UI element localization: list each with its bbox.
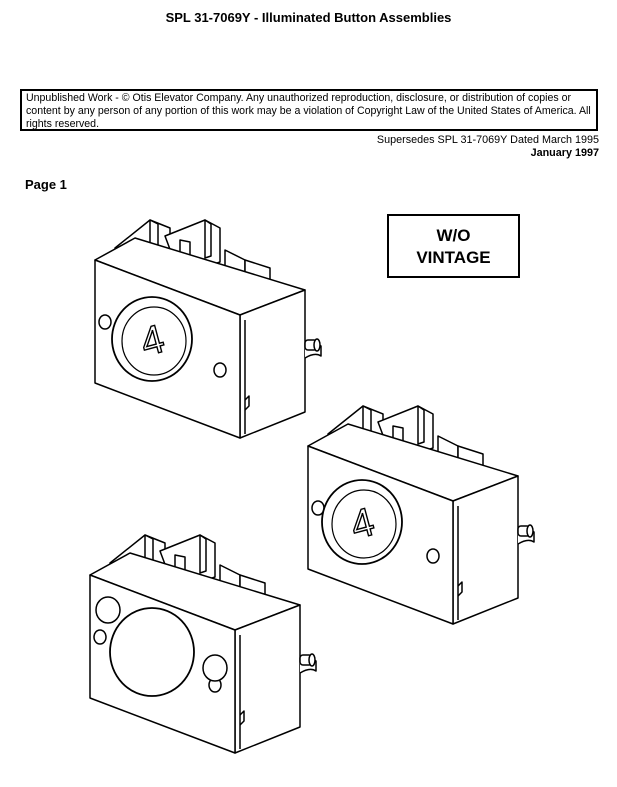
button-assembly-2	[307, 405, 535, 625]
supersedes-line: Supersedes SPL 31-7069Y Dated March 1995	[376, 134, 599, 146]
stamp-line-1: W/O	[436, 226, 471, 245]
wo-vintage-stamp: W/O VINTAGE	[387, 214, 520, 278]
page-title: SPL 31-7069Y - Illuminated Button Assemb…	[165, 10, 452, 25]
stamp-line-2: VINTAGE	[416, 248, 491, 267]
copyright-notice: Unpublished Work - © Otis Elevator Compa…	[20, 89, 598, 131]
button-assembly-1	[94, 219, 322, 439]
revision-date: January 1997	[530, 147, 599, 159]
button-assembly-3	[89, 534, 317, 754]
page-number: Page 1	[25, 177, 67, 192]
